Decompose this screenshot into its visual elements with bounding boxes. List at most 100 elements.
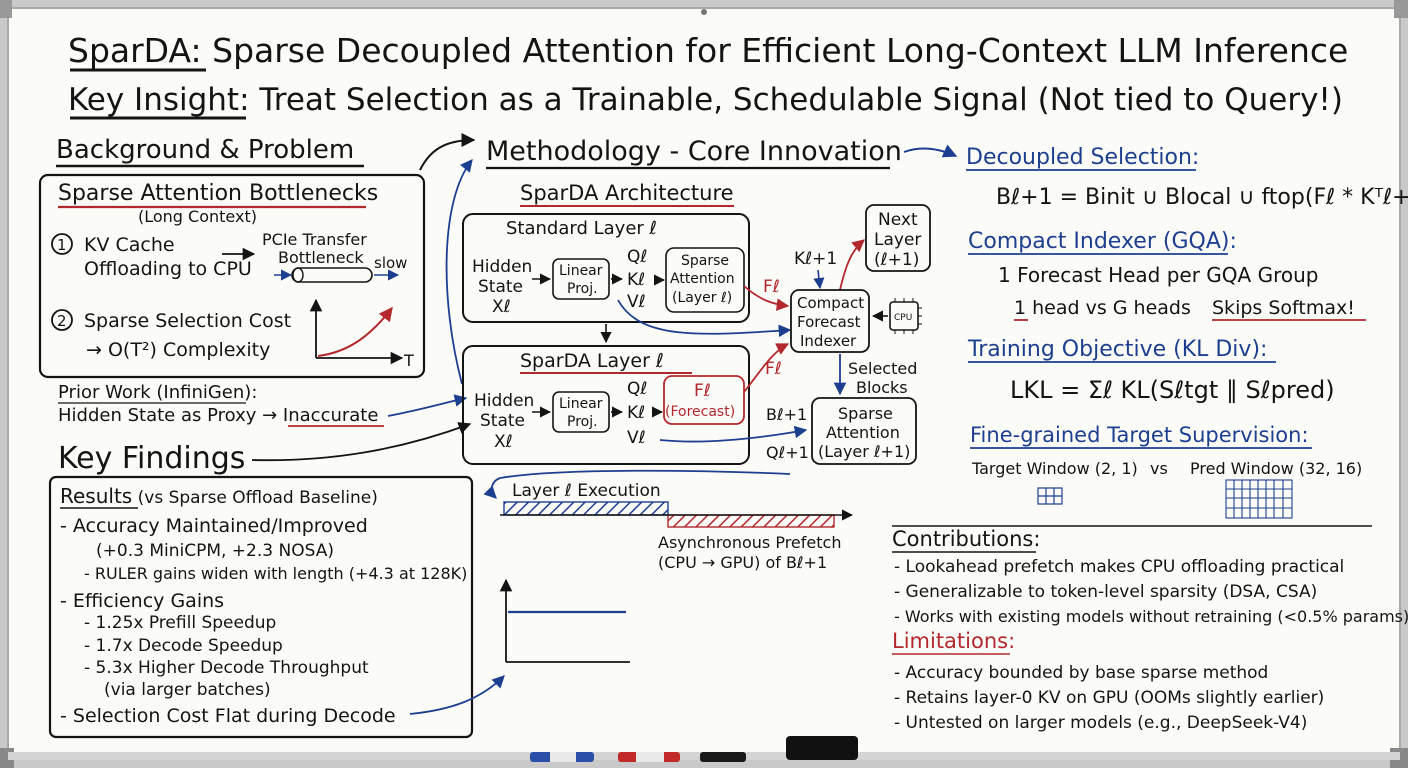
k-label: Kℓ (627, 270, 645, 290)
complexity-sketch (309, 298, 404, 365)
next-layer-label: Next (878, 210, 918, 230)
hidden-state-top: State (478, 277, 523, 297)
training-heading: Training Objective (KL Div): (967, 337, 1267, 362)
corner-bracket (1394, 0, 1408, 18)
v-label-2: Vℓ (627, 428, 646, 448)
item1-circle (51, 233, 73, 255)
item1-line2: Offloading to CPU (84, 258, 252, 280)
title-rest: : Sparse Decoupled Attention for Efficie… (191, 31, 1349, 70)
prior-work-line2: Hidden State as Proxy → Inaccurate (58, 405, 378, 426)
finding-line: - 1.25x Prefill Speedup (84, 613, 276, 633)
bottlenecks-box (38, 173, 426, 379)
hidden-state-bottom: Hidden (474, 391, 534, 411)
training-formula: LKL = Σℓ KL(Sℓtgt ∥ Sℓpred) (1010, 376, 1335, 404)
indexer-label: Forecast (797, 313, 861, 331)
finding-line: - Selection Cost Flat during Decode (60, 705, 396, 727)
execution-label: Layer ℓ Execution (512, 481, 661, 501)
contribution-item: - Lookahead prefetch makes CPU offloadin… (894, 557, 1344, 577)
linear-proj-label: Linear (559, 263, 603, 279)
prefetch-label-1: Asynchronous Prefetch (658, 533, 841, 552)
decoupled-heading: Decoupled Selection: (966, 145, 1199, 170)
indexer-label: Compact (797, 294, 864, 312)
q-label-2: Qℓ (627, 379, 647, 399)
findings-heading: Key Findings (58, 441, 245, 476)
sparse-next-label: Sparse (838, 404, 893, 423)
f-label-bottom: Fℓ (765, 359, 782, 379)
insight-rest: : Treat Selection as a Trainable, Schedu… (239, 82, 1343, 118)
linear-proj-label-2: Linear (559, 396, 603, 412)
eraser[interactable] (786, 736, 858, 760)
fine-grained-heading: Fine-grained Target Supervision: (970, 423, 1309, 447)
next-layer-box (865, 204, 931, 272)
sparse-attention-label: (Layer ℓ) (672, 290, 732, 306)
finding-line: - 1.7x Decode Speedup (84, 636, 283, 656)
title-name: SparDA (68, 31, 192, 70)
vs-label: vs (1150, 459, 1168, 478)
pred-window-label: Pred Window (32, 16) (1190, 459, 1362, 478)
limitation-item: - Accuracy bounded by base sparse method (894, 663, 1268, 683)
forecast-sub-label: (Forecast) (665, 404, 735, 420)
hidden-state-bottom: State (480, 411, 525, 431)
arrow-v-to-indexer (617, 299, 792, 338)
sparda-layer-label: SparDA Layer ℓ (520, 350, 664, 372)
next-layer-label: (ℓ+1) (874, 250, 919, 270)
indexer-line1: 1 Forecast Head per GQA Group (998, 263, 1318, 287)
q-next-label: Qℓ+1 (766, 443, 809, 462)
forecast-f-label: Fℓ (694, 381, 711, 401)
decoupled-formula: Bℓ+1 = Binit ∪ Blocal ∪ ftop(Fℓ * Kᵀℓ+1 … (996, 185, 1408, 210)
contribution-item: - Generalizable to token-level sparsity … (894, 582, 1317, 602)
item1-number: 1 (57, 236, 67, 254)
arrow-k-next (813, 269, 825, 290)
linear-proj-box (552, 258, 610, 300)
sparse-attention-label: Sparse (681, 253, 729, 269)
hidden-state-bottom: Xℓ (494, 432, 513, 452)
target-window-label: Target Window (2, 1) (971, 459, 1138, 478)
findings-box (48, 475, 474, 739)
next-layer-label: Layer (874, 230, 921, 250)
results-rest: (vs Sparse Offload Baseline) (132, 488, 378, 508)
arrow-v-to-sparse-next (659, 425, 808, 443)
finding-line: - Accuracy Maintained/Improved (60, 515, 368, 537)
finding-line: - 5.3x Higher Decode Throughput (84, 658, 369, 678)
frame-screw (701, 9, 707, 15)
contributions-heading: Contributions: (892, 527, 1040, 551)
findings-arrow (251, 422, 472, 462)
methodology-heading: Methodology - Core Innovation (486, 136, 902, 167)
bottlenecks-subtitle: (Long Context) (138, 207, 257, 226)
finding-line: - Efficiency Gains (60, 590, 224, 612)
limitation-item: - Untested on larger models (e.g., DeepS… (894, 713, 1307, 733)
bottlenecks-title: Sparse Attention Bottlenecks (58, 181, 378, 206)
standard-layer-box (462, 213, 750, 323)
selected-blocks-label: Selected (848, 359, 917, 378)
indexer-line2a: 1 head vs G heads (1014, 297, 1191, 319)
finding-line: (+0.3 MiniCPM, +2.3 NOSA) (96, 541, 334, 561)
finding-line: (via larger batches) (104, 680, 271, 700)
k-next-label: Kℓ+1 (794, 249, 837, 269)
board-surface (7, 7, 1401, 757)
key-insight: Key Insight: Treat Selection as a Traina… (68, 82, 1343, 118)
forecast-indexer-box (790, 289, 870, 353)
sparse-attention-label: Attention (670, 271, 735, 287)
cpu-icon (889, 298, 922, 334)
background-heading: Background & Problem (56, 135, 354, 165)
b-next-label: Bℓ+1 (766, 405, 807, 424)
linear-proj-label: Proj. (567, 281, 598, 297)
k-label-2: Kℓ (627, 403, 645, 423)
item2-circle (51, 309, 73, 331)
pred-grid-icon (1225, 479, 1293, 519)
hidden-state-top: Xℓ (492, 297, 511, 317)
flat-cost-arrow (409, 675, 505, 715)
target-grid-icon (1037, 487, 1063, 505)
selected-blocks-label: Blocks (856, 378, 908, 397)
architecture-title: SparDA Architecture (520, 181, 734, 205)
insight-label: Key Insight (68, 82, 239, 118)
black-marker[interactable] (700, 752, 746, 762)
cpu-label: CPU (894, 313, 912, 323)
item2-line2: → O(T²) Complexity (86, 339, 270, 361)
slow-label: slow (374, 254, 407, 272)
finding-line: - RULER gains widen with length (+4.3 at… (84, 564, 467, 583)
sparse-next-label: (Layer ℓ+1) (818, 442, 910, 461)
sparse-attention-box (665, 247, 745, 313)
